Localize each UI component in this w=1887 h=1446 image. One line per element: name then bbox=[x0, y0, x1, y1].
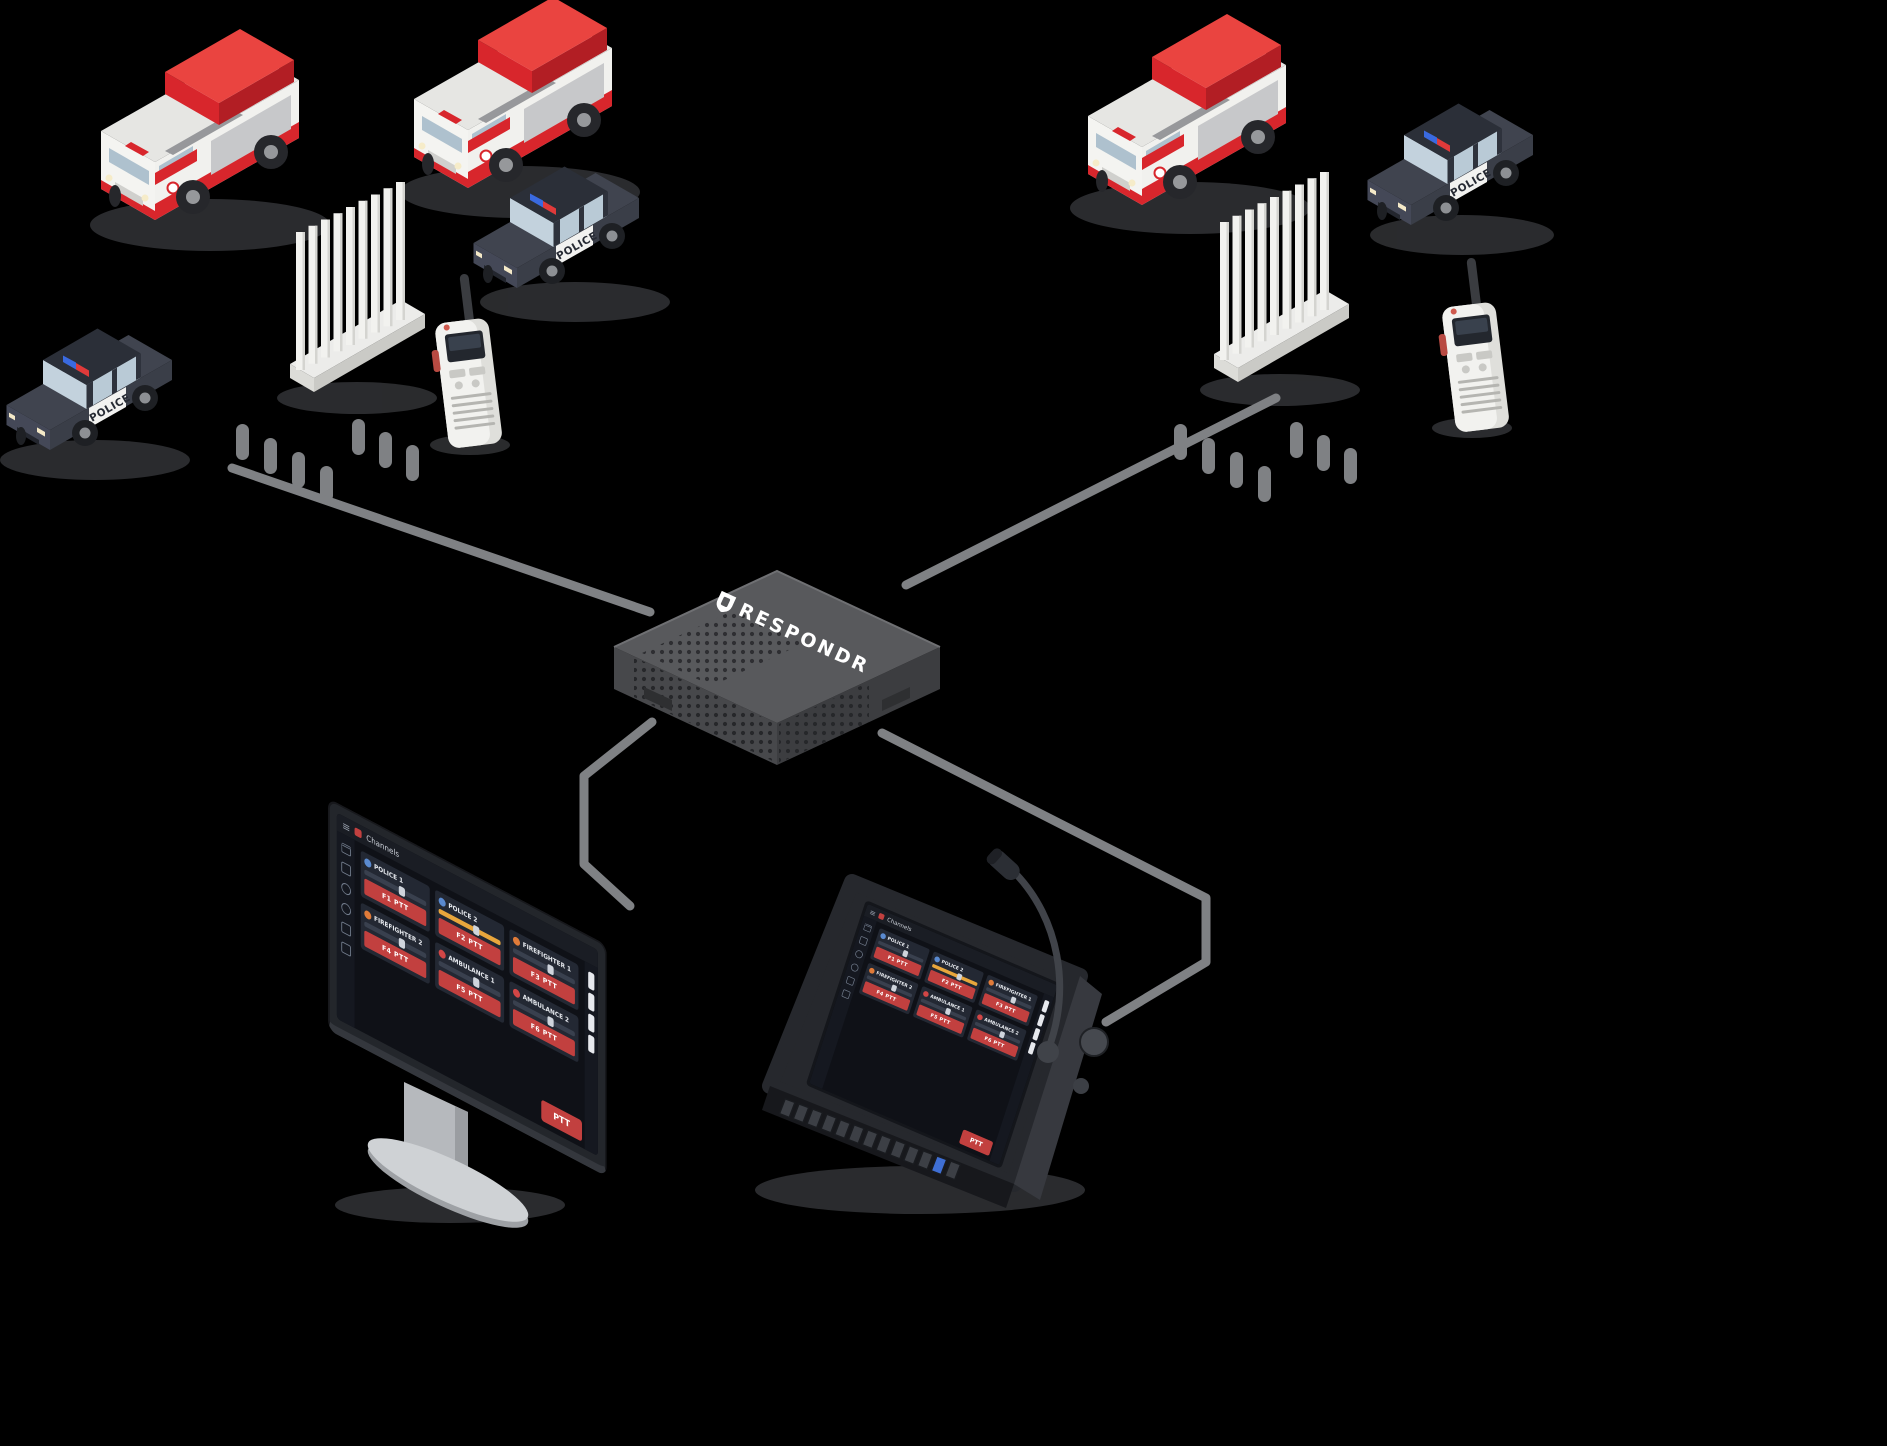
police-car-right bbox=[1367, 103, 1533, 225]
sidebar-icon[interactable] bbox=[340, 940, 351, 957]
channel-type-icon bbox=[364, 856, 372, 869]
connection-line-monitor bbox=[579, 717, 657, 911]
slider-knob[interactable] bbox=[398, 885, 405, 898]
slider-knob[interactable] bbox=[547, 963, 554, 976]
sidebar-icon[interactable] bbox=[845, 975, 855, 986]
scrollbar[interactable] bbox=[584, 961, 598, 1157]
slider-knob[interactable] bbox=[472, 976, 479, 989]
channel-type-icon bbox=[438, 895, 446, 908]
slider-knob[interactable] bbox=[944, 1007, 952, 1016]
fire-truck-3 bbox=[1087, 13, 1287, 206]
connection-lines bbox=[227, 393, 1281, 1027]
sidebar-icon[interactable] bbox=[340, 920, 351, 937]
console-keys[interactable] bbox=[778, 1097, 962, 1181]
channel-type-icon bbox=[987, 978, 995, 987]
sidebar-icon[interactable] bbox=[340, 841, 351, 857]
monitor-stand bbox=[367, 1082, 529, 1228]
slider-knob[interactable] bbox=[901, 949, 909, 958]
channel-type-icon bbox=[364, 908, 372, 921]
menu-icon[interactable]: ≡ bbox=[342, 817, 351, 836]
slider-knob[interactable] bbox=[547, 1015, 554, 1028]
slider-knob[interactable] bbox=[998, 1030, 1006, 1039]
app-logo-icon bbox=[354, 827, 362, 839]
channel-type-icon bbox=[868, 966, 876, 975]
channel-type-icon bbox=[976, 1013, 984, 1021]
fire-truck-2 bbox=[413, 0, 613, 189]
channel-type-icon bbox=[922, 989, 930, 998]
sidebar-icon[interactable] bbox=[340, 860, 351, 877]
handheld-radio-right bbox=[1428, 254, 1512, 436]
connection-line-right-repeater bbox=[901, 393, 1281, 590]
app-logo-icon bbox=[878, 912, 886, 921]
sidebar-icon[interactable] bbox=[862, 922, 872, 933]
slider-knob[interactable] bbox=[1010, 996, 1017, 1005]
slider-knob[interactable] bbox=[956, 972, 963, 981]
slider-knob[interactable] bbox=[398, 937, 405, 950]
sidebar-icon[interactable] bbox=[849, 962, 860, 973]
sidebar-icon[interactable] bbox=[840, 988, 851, 1000]
slider-knob[interactable] bbox=[472, 924, 479, 937]
sidebar-icon[interactable] bbox=[340, 900, 351, 917]
channel-type-icon bbox=[438, 947, 446, 960]
channel-type-icon bbox=[512, 986, 521, 999]
channel-type-icon bbox=[879, 932, 887, 940]
sidebar-icon[interactable] bbox=[858, 935, 868, 947]
signal-waves bbox=[236, 419, 1357, 502]
connection-line-console bbox=[877, 728, 1211, 1027]
connection-line-left-repeater bbox=[227, 463, 655, 617]
sidebar-icon[interactable] bbox=[853, 948, 864, 960]
channel-type-icon bbox=[933, 955, 941, 963]
fire-truck-1 bbox=[100, 28, 300, 221]
sidebar-icon[interactable] bbox=[340, 880, 351, 897]
respondr-shield-icon bbox=[716, 590, 737, 613]
channel-type-icon bbox=[512, 934, 521, 947]
menu-icon[interactable]: ≡ bbox=[868, 907, 878, 919]
police-car-left bbox=[6, 328, 172, 450]
slider-knob[interactable] bbox=[890, 984, 898, 993]
respondr-gateway: RESPONDR bbox=[613, 569, 941, 765]
screen-sidebar bbox=[336, 830, 355, 1028]
